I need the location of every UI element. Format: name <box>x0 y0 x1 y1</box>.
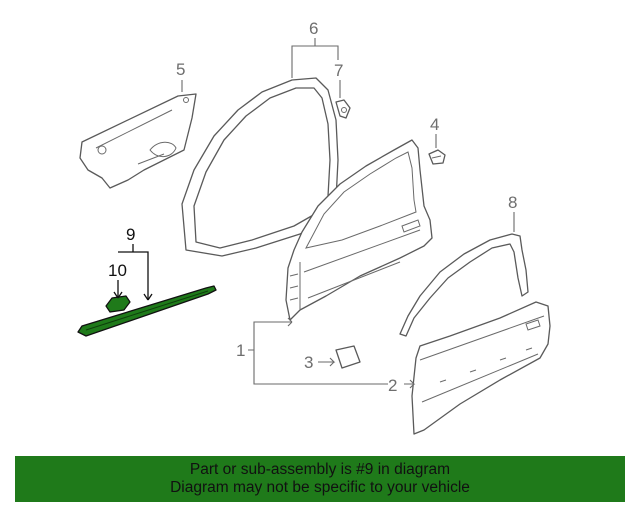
callout-3: 3 <box>304 353 313 372</box>
part-4-grommet <box>428 149 446 165</box>
part-2-door-skin <box>411 301 551 435</box>
info-banner: Part or sub-assembly is #9 in diagram Di… <box>15 456 625 502</box>
part-8-sash <box>399 233 529 337</box>
callout-5: 5 <box>176 60 185 79</box>
callout-6: 6 <box>309 19 318 38</box>
leader-1 <box>248 321 388 385</box>
part-3-lid <box>335 345 361 369</box>
callout-2: 2 <box>388 376 397 395</box>
part-7-clip <box>335 99 351 119</box>
callout-4: 4 <box>430 115 439 134</box>
callout-9: 9 <box>126 225 135 244</box>
door-assembly <box>285 139 433 321</box>
leader-9 <box>118 251 149 300</box>
leader-10 <box>113 280 123 299</box>
leader-9-arrow <box>143 293 153 301</box>
part-5-cover <box>79 93 197 189</box>
leader-2 <box>404 379 416 389</box>
leader-1-arrow <box>287 317 293 327</box>
part-10-clip <box>105 295 131 313</box>
leader-6 <box>291 45 339 78</box>
callout-8: 8 <box>508 193 517 212</box>
part-9-sill-garnish <box>77 285 217 337</box>
leader-3 <box>318 357 336 367</box>
banner-line-2: Diagram may not be specific to your vehi… <box>170 479 470 496</box>
callout-7: 7 <box>334 61 343 80</box>
callout-1: 1 <box>236 341 245 360</box>
part-6-weatherstrip <box>181 77 339 257</box>
banner-line-1: Part or sub-assembly is #9 in diagram <box>189 461 451 478</box>
callout-10: 10 <box>108 261 127 280</box>
